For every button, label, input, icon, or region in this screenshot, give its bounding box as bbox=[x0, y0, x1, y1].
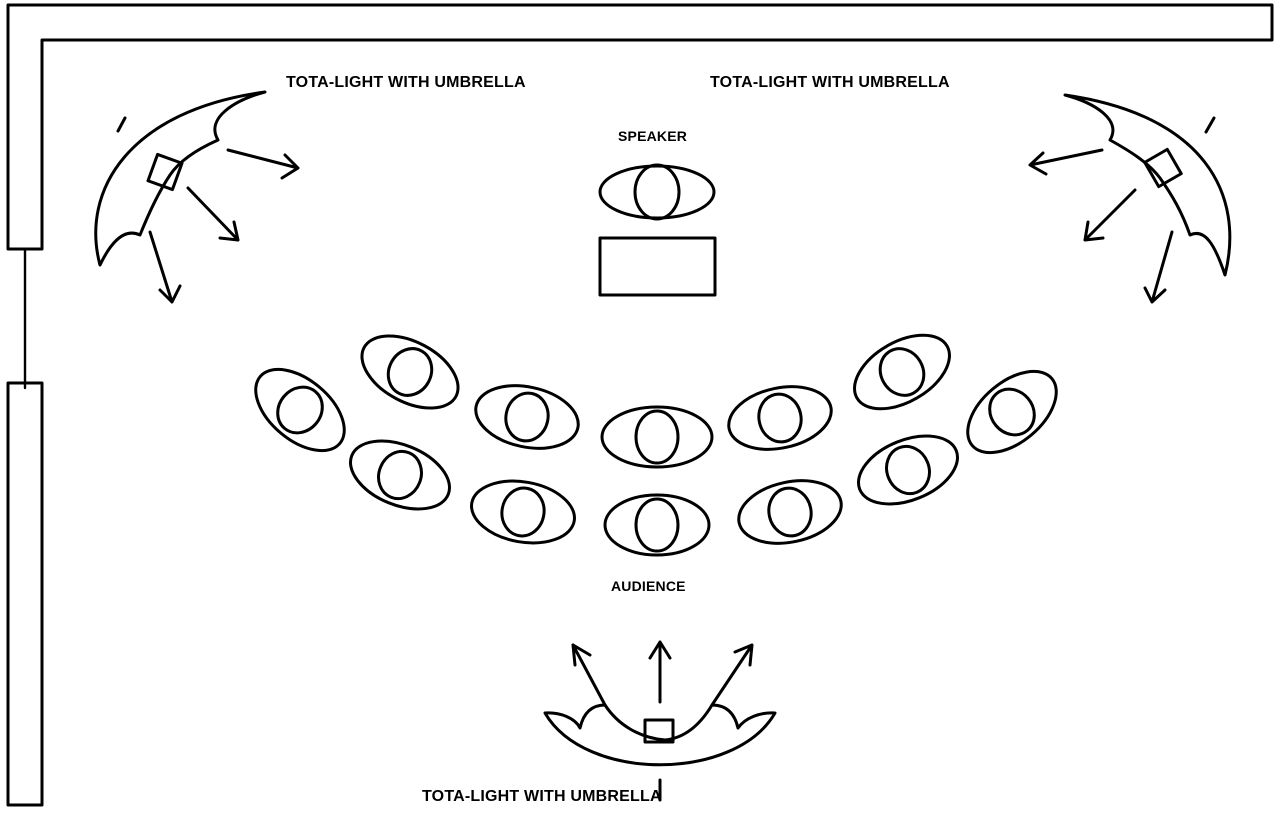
label-light-bottom: TOTA-LIGHT WITH UMBRELLA bbox=[422, 788, 662, 805]
arrows-bottom bbox=[571, 640, 754, 707]
left-wall bbox=[6, 381, 44, 807]
light-bottom bbox=[543, 640, 777, 802]
light-top-right bbox=[1028, 93, 1232, 304]
label-light-top-right: TOTA-LIGHT WITH UMBRELLA bbox=[710, 74, 950, 91]
podium bbox=[598, 236, 717, 297]
arrows-top-left bbox=[148, 148, 300, 304]
lamp-top-left bbox=[146, 152, 184, 192]
speaker-figure bbox=[598, 163, 716, 221]
label-light-top-left: TOTA-LIGHT WITH UMBRELLA bbox=[286, 74, 526, 91]
umbrella-top-right bbox=[1063, 93, 1232, 277]
light-top-left bbox=[94, 90, 300, 304]
umbrella-handle-top-right bbox=[1204, 116, 1216, 134]
arrows-top-right bbox=[1028, 148, 1174, 304]
label-speaker: SPEAKER bbox=[618, 128, 688, 144]
speaker bbox=[598, 163, 717, 297]
lamp-top-right bbox=[1143, 147, 1183, 189]
audience-member bbox=[348, 439, 452, 511]
audience-member bbox=[600, 405, 714, 469]
audience-member bbox=[603, 493, 711, 557]
top-wall bbox=[6, 3, 1274, 251]
audience-member bbox=[966, 369, 1058, 455]
room-walls bbox=[6, 3, 1274, 807]
audience-member bbox=[254, 367, 346, 453]
label-audience: AUDIENCE bbox=[611, 578, 686, 594]
audience-member bbox=[737, 479, 843, 545]
audience-member bbox=[470, 479, 576, 545]
audience-member bbox=[474, 384, 580, 450]
audience-member bbox=[853, 333, 951, 411]
umbrella-bottom bbox=[543, 703, 777, 767]
lamp-bottom bbox=[643, 718, 675, 744]
umbrella-top-left bbox=[94, 90, 267, 267]
audience-member bbox=[360, 334, 460, 410]
audience-member bbox=[856, 434, 960, 506]
umbrella-handle-top-left bbox=[116, 116, 127, 133]
audience bbox=[254, 333, 1058, 557]
audience-member bbox=[727, 385, 833, 451]
